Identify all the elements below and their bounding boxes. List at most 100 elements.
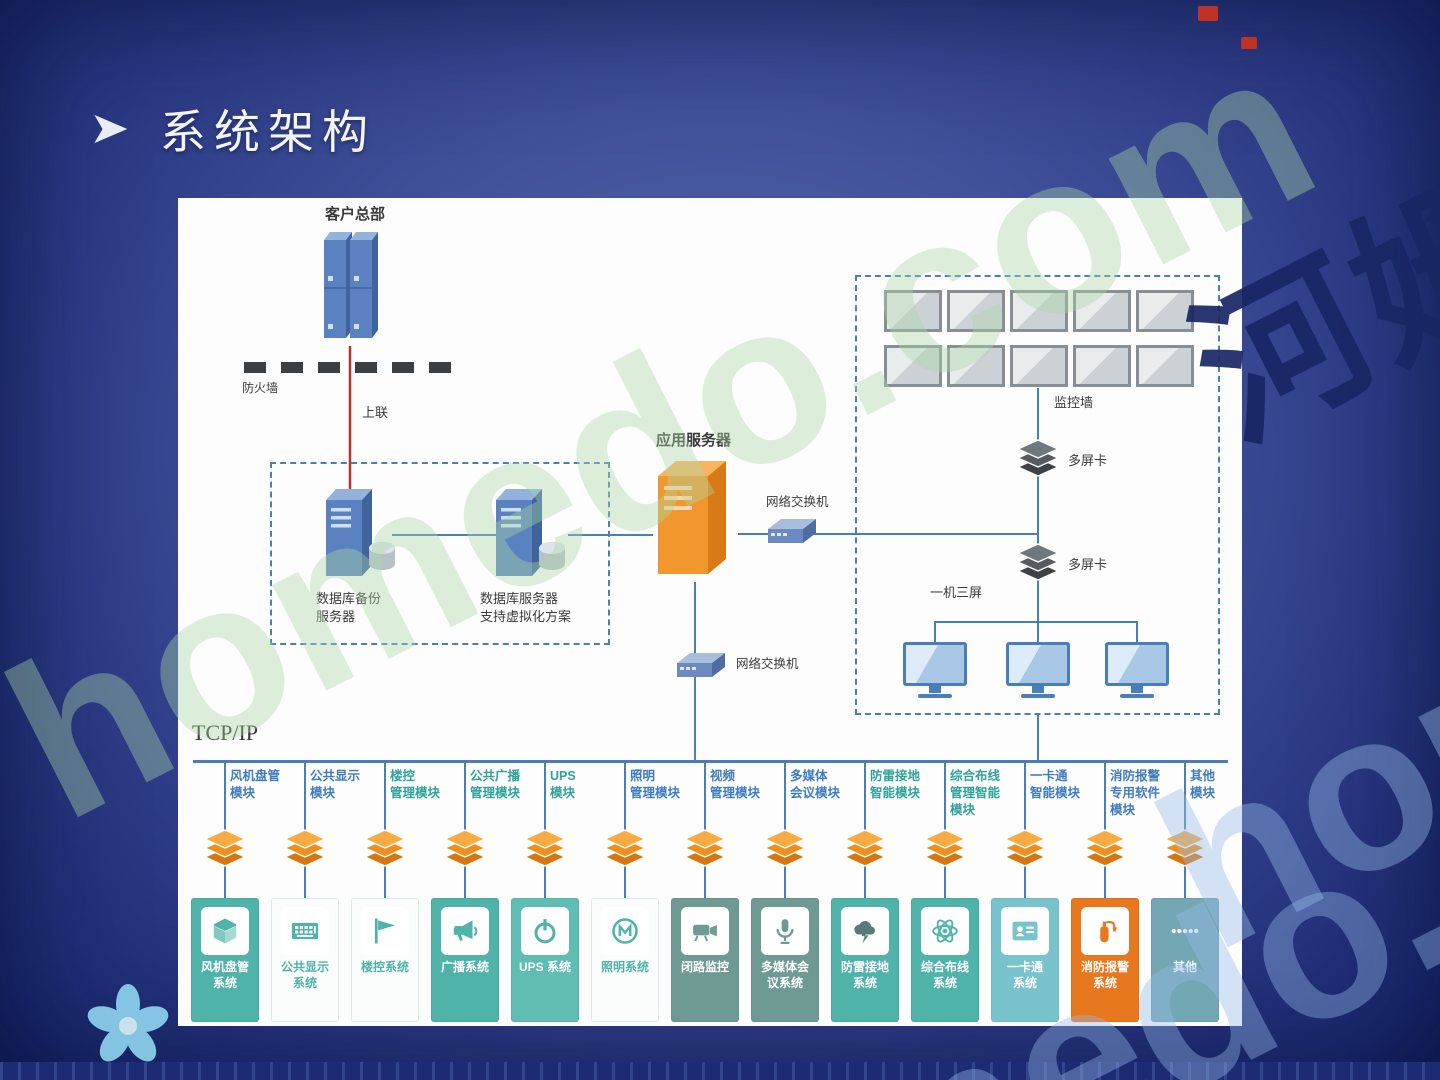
flower-logo-icon <box>87 984 169 1062</box>
system-icon-tile <box>1081 907 1129 955</box>
watermark-red-accent <box>1198 6 1218 21</box>
switch-top-label: 网络交换机 <box>766 495 829 509</box>
system-label: 风机盘管 系统 <box>200 960 249 990</box>
module-label: 一卡通 智能模块 <box>1030 769 1081 800</box>
gateway-stack-icon <box>522 828 568 878</box>
db-backup-label: 数据库备份 服务器 <box>316 591 382 625</box>
multiscreen-card-1-label: 多屏卡 <box>1068 453 1108 468</box>
db-server-icon <box>496 489 565 576</box>
multiscreen-card-icon <box>1015 542 1061 592</box>
watermark-red-accent <box>1241 37 1257 49</box>
monitor-bezel <box>1006 642 1070 686</box>
wall-monitor <box>1136 290 1194 332</box>
system-box: 消防报警 系统 <box>1071 898 1139 1022</box>
system-label: 楼控系统 <box>360 960 409 974</box>
arrow-bullet-icon <box>94 114 128 144</box>
desktop-monitor <box>1006 642 1070 698</box>
system-icon-tile <box>521 907 569 955</box>
module-label: 多媒体 会议模块 <box>790 769 841 800</box>
wall-monitor <box>947 290 1005 332</box>
wall-monitor <box>1073 290 1131 332</box>
module-column: 一卡通 智能模块 一卡通 系统 <box>985 762 1080 1026</box>
uplink-label: 上联 <box>362 405 389 420</box>
module-column: 视频 管理模块 闭路监控 <box>665 762 760 1026</box>
module-column: 消防报警 专用软件 模块 消防报警 系统 <box>1065 762 1160 1026</box>
firewall-dashes <box>244 362 460 373</box>
system-label: UPS 系统 <box>518 960 571 974</box>
monitor-bezel <box>1105 642 1169 686</box>
module-label: 综合布线 管理智能 模块 <box>950 769 1001 817</box>
wall-monitor <box>1010 345 1068 387</box>
gateway-stack-icon <box>442 828 488 878</box>
module-label: 公共广播 管理模块 <box>470 769 521 800</box>
system-icon-tile <box>761 907 809 955</box>
wall-monitor <box>884 345 942 387</box>
system-box: UPS 系统 <box>511 898 579 1022</box>
system-box: 一卡通 系统 <box>991 898 1059 1022</box>
network-switch-bottom-icon <box>677 653 725 677</box>
system-box: 风机盘管 系统 <box>191 898 259 1022</box>
diagram-panel: 客户总部 防火墙 上联 <box>178 198 1242 1026</box>
module-column: 楼控 管理模块 楼控系统 <box>345 762 440 1026</box>
monitor-wall-box <box>855 275 1220 715</box>
system-icon-tile <box>201 907 249 955</box>
system-icon-tile <box>1001 907 1049 955</box>
system-box: 闭路监控 <box>671 898 739 1022</box>
system-label: 防雷接地 系统 <box>840 960 889 990</box>
system-icon-tile <box>921 907 969 955</box>
gateway-stack-icon <box>1162 828 1208 878</box>
system-box: 多媒体会 议系统 <box>751 898 819 1022</box>
monitor-neck <box>929 686 941 693</box>
module-column: 照明 管理模块 照明系统 <box>585 762 680 1026</box>
module-column: 其他 模块 其他 <box>1145 762 1225 1026</box>
wall-monitor <box>1010 290 1068 332</box>
bus-label: TCP/IP <box>192 720 259 745</box>
monitor-screen <box>906 645 964 683</box>
module-label: 照明 管理模块 <box>630 769 681 800</box>
module-label: 风机盘管 模块 <box>230 769 281 800</box>
gateway-stack-icon <box>922 828 968 878</box>
gateway-stack-icon <box>362 828 408 878</box>
wall-monitor-screen <box>950 348 1002 384</box>
gateway-stack-icon <box>682 828 728 878</box>
db-cluster-box <box>270 462 610 645</box>
module-column: 多媒体 会议模块 多媒体会 议系统 <box>745 762 840 1026</box>
module-columns: 风机盘管 模块 风机盘管 系统 公共显示 模块 公共显示 系统 楼控 管理模块 … <box>178 198 1242 1026</box>
app-server-label: 应用服务器 <box>656 432 732 449</box>
wall-monitor-screen <box>1013 293 1065 329</box>
title-row: 系统架构 <box>92 96 376 162</box>
db-backup-server-icon <box>326 489 395 576</box>
monitor-wall <box>884 290 1196 387</box>
gateway-stack-icon <box>1002 828 1048 878</box>
module-label: 其他 模块 <box>1190 769 1216 800</box>
app-server-icon <box>658 461 726 574</box>
module-label: 消防报警 专用软件 模块 <box>1110 769 1161 817</box>
system-box: 楼控系统 <box>351 898 419 1022</box>
hq-server-icon <box>324 232 378 338</box>
module-label: 公共显示 模块 <box>310 769 361 800</box>
monitor-bezel <box>903 642 967 686</box>
module-column: 公共广播 管理模块 广播系统 <box>425 762 520 1026</box>
gateway-stack-icon <box>762 828 808 878</box>
tcpip-bus-line <box>193 760 1228 763</box>
page-title: 系统架构 <box>160 107 376 158</box>
monitor-wall-label: 监控墙 <box>1054 395 1094 410</box>
system-label: 消防报警 系统 <box>1080 960 1129 990</box>
module-column: 综合布线 管理智能 模块 综合布线 系统 <box>905 762 1000 1026</box>
wall-monitor-screen <box>950 293 1002 329</box>
system-label: 多媒体会 议系统 <box>760 960 809 990</box>
network-switch-top-icon <box>768 519 816 543</box>
module-column: 公共显示 模块 公共显示 系统 <box>265 762 360 1026</box>
system-icon-tile <box>1161 907 1209 955</box>
gateway-stack-icon <box>602 828 648 878</box>
module-column: 风机盘管 模块 风机盘管 系统 <box>185 762 280 1026</box>
monitor-neck <box>1032 686 1044 693</box>
system-box: 其他 <box>1151 898 1219 1022</box>
system-label: 公共显示 系统 <box>280 960 329 990</box>
monitor-base <box>1021 694 1055 698</box>
monitor-screen <box>1108 645 1166 683</box>
system-icon-tile <box>841 907 889 955</box>
module-column: 防雷接地 智能模块 防雷接地 系统 <box>825 762 920 1026</box>
wall-monitor-screen <box>887 348 939 384</box>
system-icon-tile <box>441 907 489 955</box>
